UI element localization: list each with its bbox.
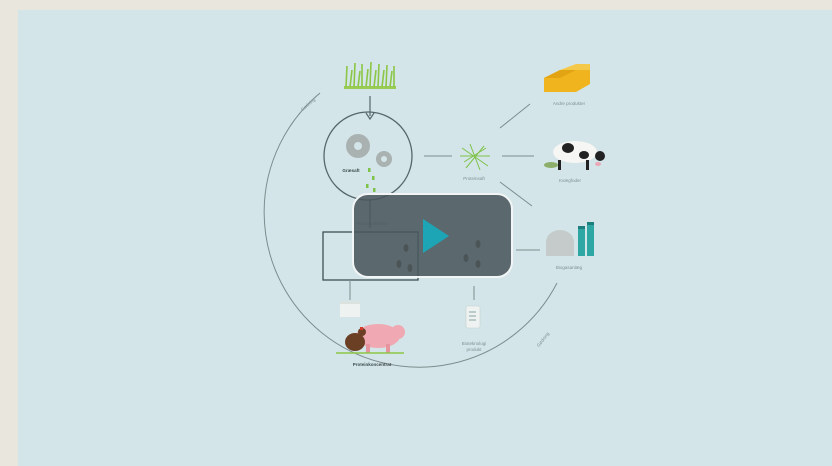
bucket-icon bbox=[340, 301, 360, 317]
hen-icon bbox=[345, 327, 366, 351]
label-biogasanlaeg: Biogasanlæg bbox=[556, 265, 582, 270]
label-grasoil: Græsaft bbox=[342, 168, 359, 173]
label-bioteknologi: Bioteknologi bbox=[462, 341, 487, 346]
label-proteinsaft: Proteinsaft bbox=[463, 176, 485, 181]
green-drops-icon bbox=[366, 168, 376, 192]
label-kvaegfoder: Kvægfoder bbox=[559, 178, 581, 183]
gear-icon bbox=[346, 134, 392, 167]
fibre-icon bbox=[460, 144, 490, 170]
boxes-icon bbox=[544, 64, 590, 92]
grass-icon bbox=[344, 62, 396, 89]
cow-icon bbox=[544, 141, 605, 170]
label-produkt: produkt bbox=[466, 347, 481, 352]
test-tube-icon bbox=[466, 306, 480, 328]
play-icon[interactable] bbox=[423, 219, 449, 253]
label-andre-produkter: Andre produkter bbox=[553, 101, 585, 106]
label-proteinkoncentrat: Proteinkoncentrat bbox=[353, 362, 392, 367]
biogas-plant-icon bbox=[546, 222, 594, 256]
